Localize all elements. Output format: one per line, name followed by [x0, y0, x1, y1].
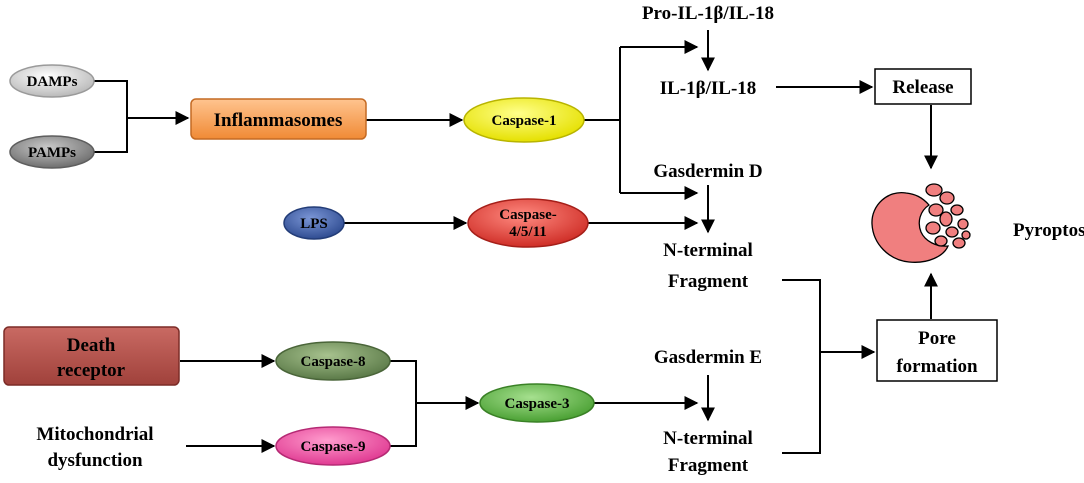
lps-label: LPS [300, 216, 328, 232]
caspase9-label: Caspase-9 [300, 439, 365, 455]
caspase3-node: Caspase-3 [479, 383, 595, 423]
pore-formation-node: Pore formation [876, 319, 998, 382]
ruptured-cell-icon [871, 183, 971, 263]
mito-label-line1: Mitochondrial [36, 424, 153, 445]
nterminal-d-label-line2: Fragment [668, 271, 749, 292]
caspase9-node: Caspase-9 [275, 426, 391, 466]
caspase1-node: Caspase-1 [463, 97, 585, 143]
death-receptor-label-line1: Death [67, 335, 116, 356]
damps-label: DAMPs [27, 74, 78, 90]
release-label: Release [892, 77, 953, 98]
death-receptor-label-line2: receptor [57, 360, 126, 381]
mitochondrial-dysfunction-node: Mitochondrial dysfunction [36, 424, 153, 471]
caspase8-node: Caspase-8 [275, 341, 391, 381]
nterminal-e-label-line1: N-terminal [663, 428, 753, 449]
nterminal-d-label-line1: N-terminal [663, 240, 753, 261]
pamps-label: PAMPs [28, 145, 76, 161]
caspase8-label: Caspase-8 [300, 354, 365, 370]
pore-label-line2: formation [896, 356, 978, 377]
caspase3-label: Caspase-3 [504, 396, 569, 412]
caspase1-label: Caspase-1 [491, 113, 556, 129]
caspase8-9-bracket [390, 360, 417, 447]
caspase4511-label-line2: 4/5/11 [509, 224, 547, 240]
caspase4511-label-line1: Caspase- [499, 207, 557, 223]
pamps-node: PAMPs [9, 135, 95, 169]
pore-label-line1: Pore [918, 328, 956, 349]
damps-node: DAMPs [9, 64, 95, 98]
pyroptosis-label: Pyroptosis [1013, 220, 1084, 241]
release-node: Release [874, 68, 972, 105]
inflammasomes-node: Inflammasomes [190, 98, 367, 140]
pro-il-label: Pro-IL-1β/IL-18 [642, 3, 774, 24]
caspase4511-node: Caspase- 4/5/11 [467, 198, 589, 248]
mito-label-line2: dysfunction [47, 450, 142, 471]
il-label: IL-1β/IL-18 [660, 78, 757, 99]
gasdermin-e-label: Gasdermin E [654, 347, 762, 368]
gasdermin-d-label: Gasdermin D [653, 161, 762, 182]
lps-node: LPS [283, 206, 345, 240]
nterminal-bracket [782, 279, 821, 454]
connectors [94, 30, 938, 454]
inflammasomes-label: Inflammasomes [214, 110, 343, 131]
death-receptor-node: Death receptor [3, 326, 180, 386]
damps-pamps-bracket [94, 80, 128, 153]
nterminal-e-label-line2: Fragment [668, 455, 749, 476]
